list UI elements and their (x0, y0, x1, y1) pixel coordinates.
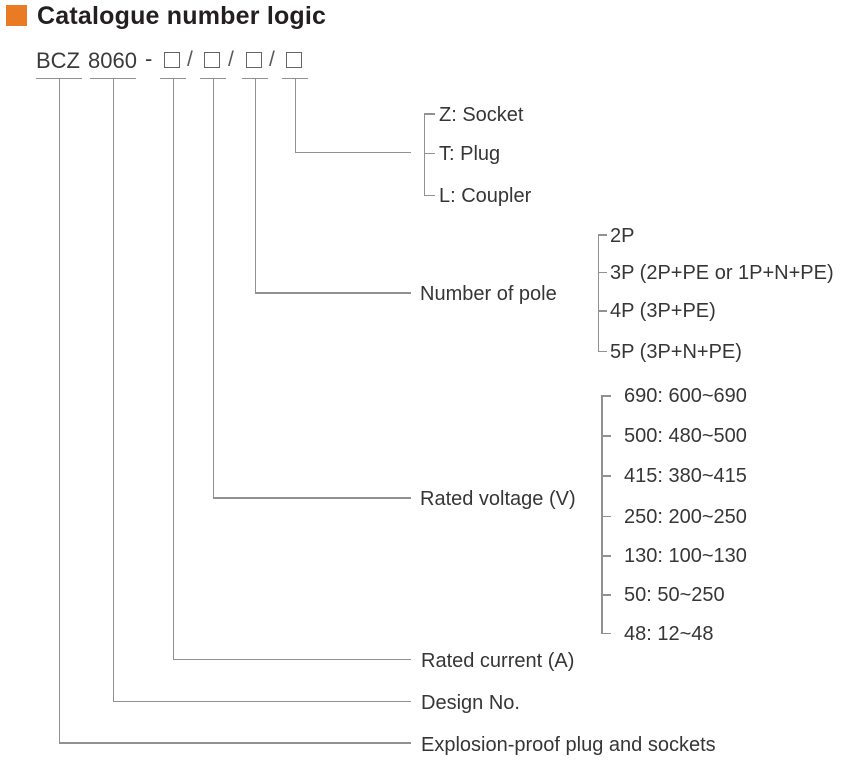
voltage-bracket-vline (601, 395, 603, 634)
suffix-bracket-tick-2 (423, 152, 435, 154)
connector-design-hline (112, 700, 411, 702)
voltage-option-250: 250: 200~250 (624, 505, 747, 528)
code-design-no: 8060 (88, 48, 137, 73)
code-box-voltage (204, 52, 220, 68)
current-label: Rated current (A) (421, 650, 575, 672)
pole-bracket-tick-2 (597, 271, 607, 273)
voltage-bracket-tick-2 (601, 435, 611, 437)
pole-option-4p: 4P (3P+PE) (610, 300, 716, 322)
suffix-option-plug: T: Plug (439, 143, 501, 165)
code-box-type (286, 52, 302, 68)
voltage-bracket-tick-4 (601, 515, 611, 517)
connector-current-hline (172, 658, 411, 660)
code-slash-1: / (187, 48, 193, 71)
underline-box-current (160, 77, 186, 79)
connector-voltage-vline (212, 79, 214, 499)
page-title: Catalogue number logic (37, 2, 327, 30)
connector-pole-vline (254, 79, 256, 294)
voltage-option-415: 415: 380~415 (624, 465, 747, 487)
code-separator: - (145, 46, 153, 71)
connector-series-hline (58, 742, 411, 744)
suffix-option-socket: Z: Socket (439, 103, 524, 126)
design-label: Design No. (421, 692, 520, 714)
connector-series-vline (58, 79, 60, 744)
code-box-pole (246, 52, 262, 68)
underline-series (36, 77, 82, 79)
underline-box-voltage (200, 77, 226, 79)
voltage-label: Rated voltage (V) (420, 488, 576, 510)
pole-option-3p: 3P (2P+PE or 1P+N+PE) (610, 261, 834, 284)
pole-bracket-vline (597, 234, 599, 352)
suffix-bracket-tick-1 (423, 113, 435, 115)
voltage-option-130: 130: 100~130 (624, 545, 747, 567)
underline-design-no (90, 77, 136, 79)
pole-option-2p: 2P (610, 224, 635, 247)
connector-type-hline (294, 151, 411, 153)
section-bullet-icon (6, 5, 27, 26)
suffix-bracket-tick-3 (423, 194, 435, 196)
voltage-option-500: 500: 480~500 (624, 425, 747, 447)
connector-design-vline (112, 79, 114, 702)
pole-option-5p: 5P (3P+N+PE) (610, 340, 742, 363)
pole-bracket-tick-3 (597, 310, 607, 312)
voltage-option-48: 48: 12~48 (624, 622, 714, 645)
code-series: BCZ (36, 48, 80, 73)
pole-label: Number of pole (420, 282, 557, 305)
connector-voltage-hline (212, 497, 411, 499)
pole-bracket-tick-1 (597, 234, 607, 236)
voltage-option-690: 690: 600~690 (624, 385, 747, 407)
pole-bracket-tick-4 (597, 350, 607, 352)
suffix-option-coupler: L: Coupler (439, 184, 532, 207)
voltage-bracket-tick-1 (601, 395, 611, 397)
voltage-option-50: 50: 50~250 (624, 584, 725, 606)
code-box-current (164, 52, 180, 68)
code-slash-3: / (269, 48, 275, 71)
code-slash-2: / (228, 48, 234, 71)
underline-box-pole (242, 77, 268, 79)
connector-pole-hline (254, 292, 411, 294)
underline-box-type (282, 77, 308, 79)
voltage-bracket-tick-7 (601, 632, 611, 634)
voltage-bracket-tick-3 (601, 475, 611, 477)
voltage-bracket-tick-5 (601, 555, 611, 557)
voltage-bracket-tick-6 (601, 594, 611, 596)
connector-current-vline (172, 79, 174, 660)
suffix-bracket-vline (423, 113, 425, 196)
connector-type-vline (294, 79, 296, 153)
series-meaning-label: Explosion-proof plug and sockets (421, 733, 716, 756)
